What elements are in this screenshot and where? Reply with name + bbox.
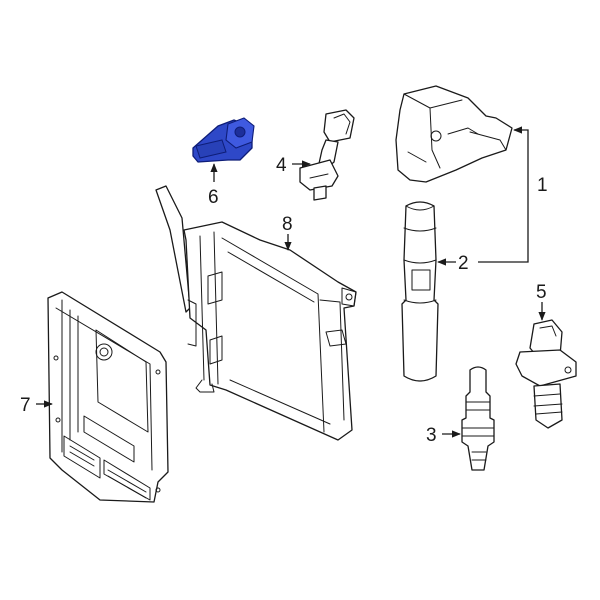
part-6-mount-hole: [234, 126, 246, 138]
part-3-spark-plug[interactable]: [461, 366, 495, 471]
part-8-module-bracket[interactable]: [155, 185, 357, 441]
part-1-ignition-coil[interactable]: [395, 85, 513, 183]
callout-8: 8: [282, 214, 293, 235]
callout-1: 1: [537, 175, 548, 196]
leader-lines: [36, 126, 546, 438]
part-6-connector-flange: [195, 139, 227, 159]
leader-1: [513, 126, 529, 184]
part-4-camshaft-sensor[interactable]: [299, 109, 355, 201]
part-5-crankshaft-sensor[interactable]: [515, 319, 577, 429]
callout-2: 2: [458, 253, 469, 274]
callout-labels: 1 2 3 4 5 6 7 8: [20, 155, 548, 446]
callout-4: 4: [276, 155, 287, 176]
part-6-knock-sensor[interactable]: [192, 117, 255, 163]
leader-1-to-2: [478, 184, 529, 263]
callout-3: 3: [426, 425, 437, 446]
callout-5: 5: [536, 282, 547, 303]
part-2-coil-boot[interactable]: [401, 201, 439, 382]
part-7-control-module[interactable]: [47, 291, 169, 503]
callout-6: 6: [208, 187, 219, 208]
callout-7: 7: [20, 395, 31, 416]
